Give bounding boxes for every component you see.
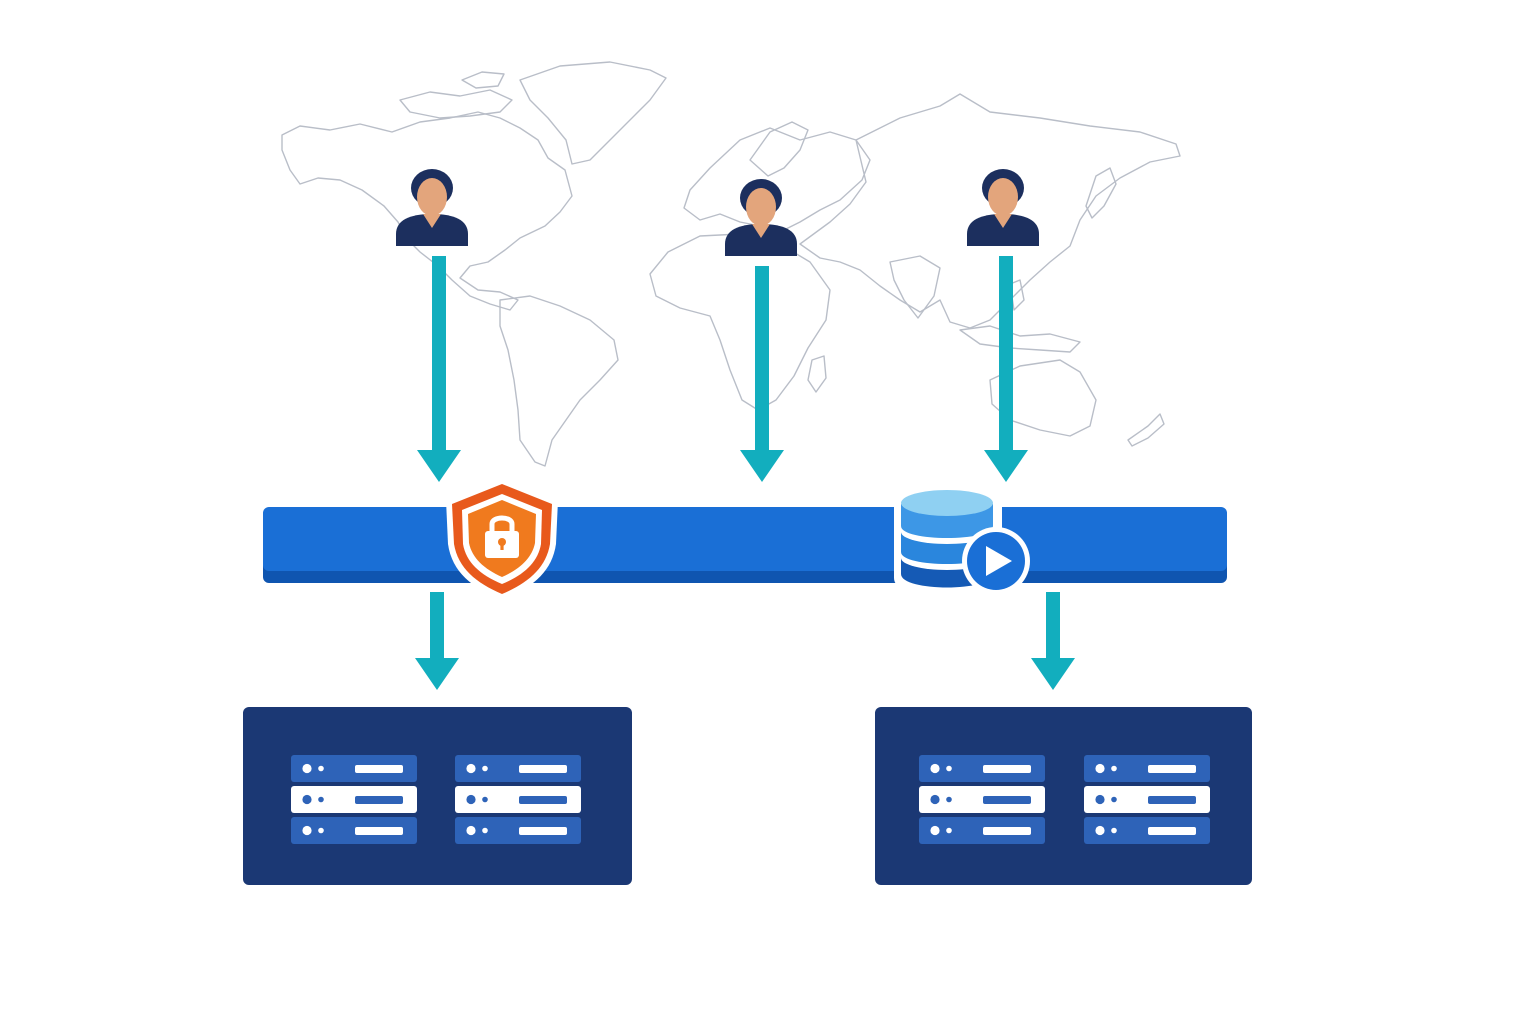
arrow-to-origin-1 [415,592,459,690]
arrow-down-1 [417,256,461,482]
server-unit [919,786,1045,813]
user-traffic-arrows [417,256,1028,482]
map-south-america [499,295,619,467]
server-unit [1084,786,1210,813]
map-scandinavia [749,121,809,177]
user-icon [396,169,468,246]
database-play-icon [894,488,1030,595]
shield-lock-icon [446,478,558,600]
server-unit [1084,755,1210,782]
network-backbone [263,507,1227,583]
map-greenland [519,61,667,165]
server-cluster-left [243,707,632,885]
server-unit [291,786,417,813]
map-japan [1085,167,1117,219]
server-cluster-right [875,707,1252,885]
server-rack-icon [1084,755,1210,844]
map-madagascar [807,355,827,393]
map-europe [683,127,871,233]
server-unit [455,817,581,844]
world-map [281,61,1181,467]
server-unit [291,755,417,782]
arrow-down-3 [984,256,1028,482]
arrow-down-2 [740,266,784,482]
map-indonesia [959,325,1081,353]
user-icon [967,169,1039,246]
server-unit [919,817,1045,844]
origin-arrows [415,592,1075,690]
server-rack-icon [455,755,581,844]
lock-icon [485,515,519,558]
map-arctic-islands-2 [461,71,505,89]
server-unit [919,755,1045,782]
map-africa [649,233,831,411]
user-icon [725,179,797,256]
server-unit [1084,817,1210,844]
map-north-america [281,111,573,311]
map-india [889,255,941,319]
db-top [901,490,993,516]
map-new-zealand [1127,413,1165,447]
map-arctic-islands [399,89,513,119]
server-unit [291,817,417,844]
play-icon [986,546,1012,576]
map-asia [799,93,1181,329]
server-rack-icon [291,755,417,844]
server-rack-icon [919,755,1045,844]
server-clusters [243,707,1252,885]
server-unit [455,755,581,782]
server-unit [455,786,581,813]
arrow-to-origin-2 [1031,592,1075,690]
network-bar [263,507,1227,571]
users [396,169,1039,256]
